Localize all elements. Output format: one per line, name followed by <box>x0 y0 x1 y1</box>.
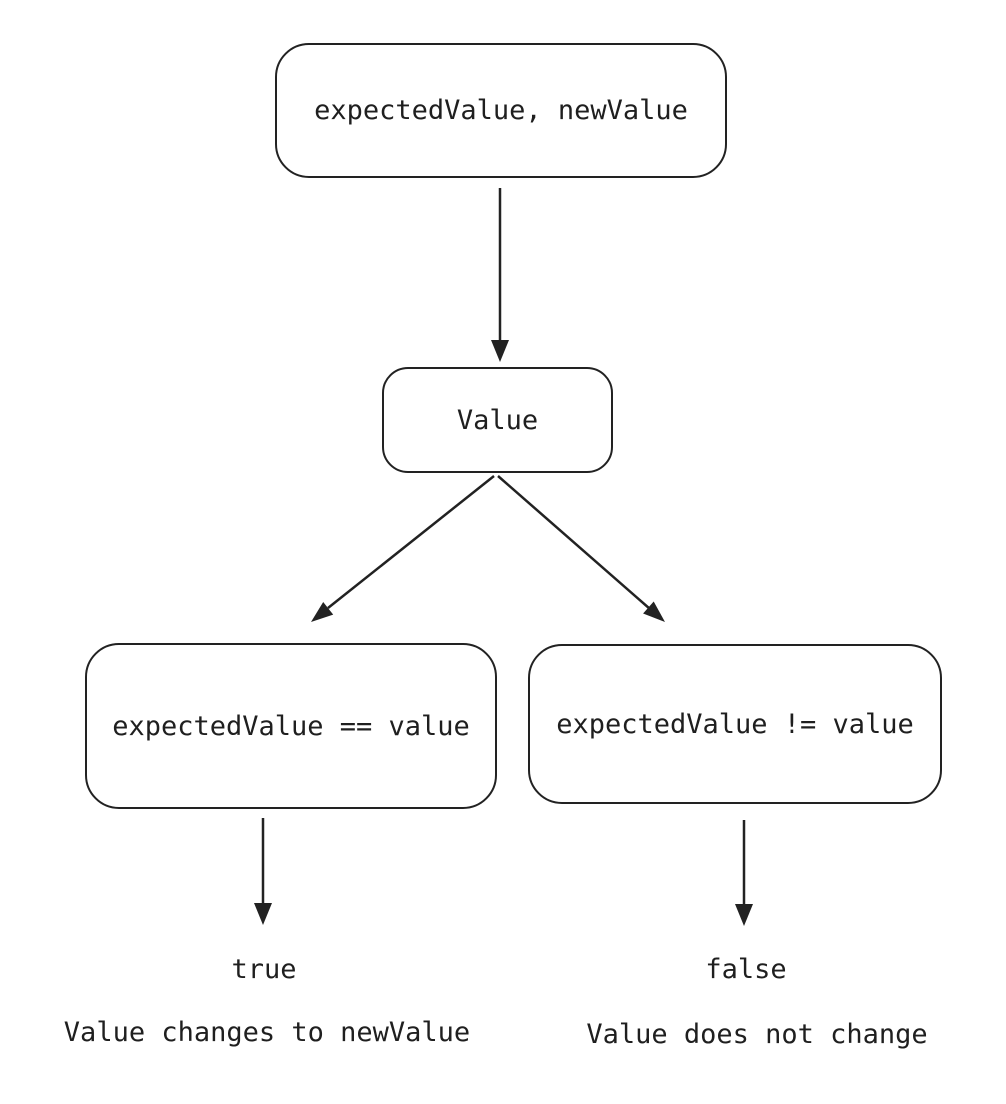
edge-mismatch-to-false <box>735 820 753 926</box>
edge-value-to-mismatch <box>497 475 665 622</box>
edge-value-to-match <box>311 475 495 622</box>
arrowhead-down-left-icon <box>311 602 334 622</box>
node-value-label: Value <box>456 404 539 436</box>
arrowhead-down-icon <box>254 903 272 925</box>
outcome-false-result: false <box>705 954 787 985</box>
arrowhead-down-right-icon <box>643 601 665 622</box>
arrowhead-down-icon <box>491 340 509 362</box>
node-mismatch-label: expectedValue != value <box>556 708 914 740</box>
arrowhead-down-icon <box>735 904 753 926</box>
node-mismatch-condition: expectedValue != value <box>528 644 942 804</box>
edge-input-to-value <box>491 188 509 362</box>
node-match-condition: expectedValue == value <box>85 643 497 809</box>
node-match-label: expectedValue == value <box>112 710 470 742</box>
edge-match-to-true <box>254 818 272 925</box>
node-input: expectedValue, newValue <box>275 43 727 178</box>
outcome-true-result: true <box>231 954 297 985</box>
node-value: Value <box>382 367 613 473</box>
outcome-true-description: Value changes to newValue <box>63 1017 471 1048</box>
outcome-false-description: Value does not change <box>586 1019 928 1050</box>
node-input-label: expectedValue, newValue <box>314 95 688 126</box>
